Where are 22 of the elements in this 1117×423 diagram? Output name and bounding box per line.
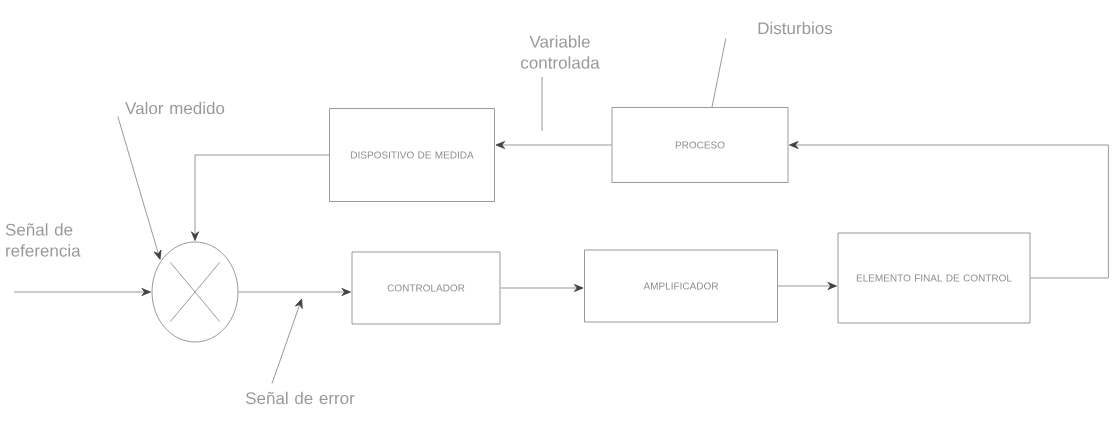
callout-text: Disturbios	[758, 21, 833, 35]
summing-junction	[151, 241, 239, 343]
process-box: DISPOSITIVO DE MEDIDA	[329, 108, 495, 202]
leader-line	[271, 298, 303, 384]
arrow	[500, 284, 584, 292]
leader-line	[117, 116, 162, 260]
arrow	[777, 282, 837, 290]
signal-label: Señal de referencia	[5, 223, 81, 257]
arrow	[13, 288, 151, 296]
arrow	[789, 141, 1109, 279]
callout-text: Variable controlada	[521, 35, 600, 69]
arrow	[495, 141, 612, 149]
arrow	[191, 154, 330, 241]
callout-text: Señal de error	[246, 391, 355, 405]
process-box: ELEMENTO FINAL DE CONTROL	[837, 232, 1031, 324]
leader-line	[541, 76, 543, 132]
process-box: PROCESO	[611, 107, 789, 183]
process-box: CONTROLADOR	[351, 251, 501, 325]
leader-line	[711, 38, 727, 108]
callout-text: Valor medido	[125, 101, 225, 115]
arrow	[238, 288, 351, 296]
process-box: AMPLIFICADOR	[584, 249, 778, 323]
